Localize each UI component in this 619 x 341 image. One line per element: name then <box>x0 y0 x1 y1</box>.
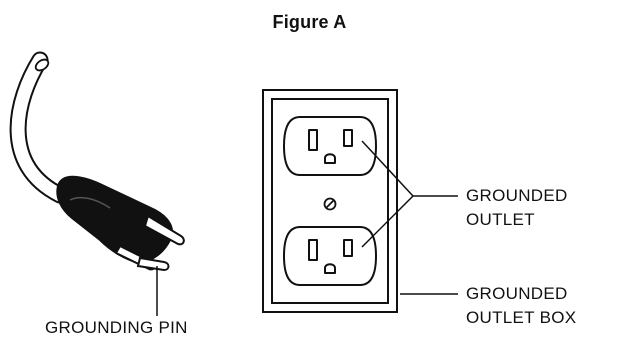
center-screw <box>323 197 337 211</box>
lower-receptacle <box>283 226 377 286</box>
grounded-outlet-label-line1: GROUNDED <box>466 186 568 205</box>
upper-ground-hole <box>324 153 336 164</box>
plug-body <box>56 175 174 263</box>
figure-title: Figure A <box>272 12 347 32</box>
power-cord <box>9 51 69 204</box>
lower-ground-hole <box>324 263 336 274</box>
lower-slot-left <box>308 239 318 261</box>
upper-receptacle <box>283 116 377 176</box>
grounded-outlet-box-label-line1: GROUNDED <box>466 284 568 303</box>
upper-slot-right <box>343 129 353 147</box>
grounded-outlet-label: GROUNDED OUTLET <box>466 184 568 232</box>
grounding-pin-label: GROUNDING PIN <box>45 318 188 337</box>
upper-slot-left <box>308 129 318 151</box>
lower-slot-right <box>343 239 353 257</box>
grounded-outlet-box-label: GROUNDED OUTLET BOX <box>466 282 576 330</box>
grounded-outlet-leaders <box>361 140 458 248</box>
grounded-outlet-label-line2: OUTLET <box>466 210 535 229</box>
grounded-outlet-box-label-line2: OUTLET BOX <box>466 308 577 327</box>
grounding-pin-shape <box>136 256 170 272</box>
plug-blade-top <box>144 215 185 246</box>
